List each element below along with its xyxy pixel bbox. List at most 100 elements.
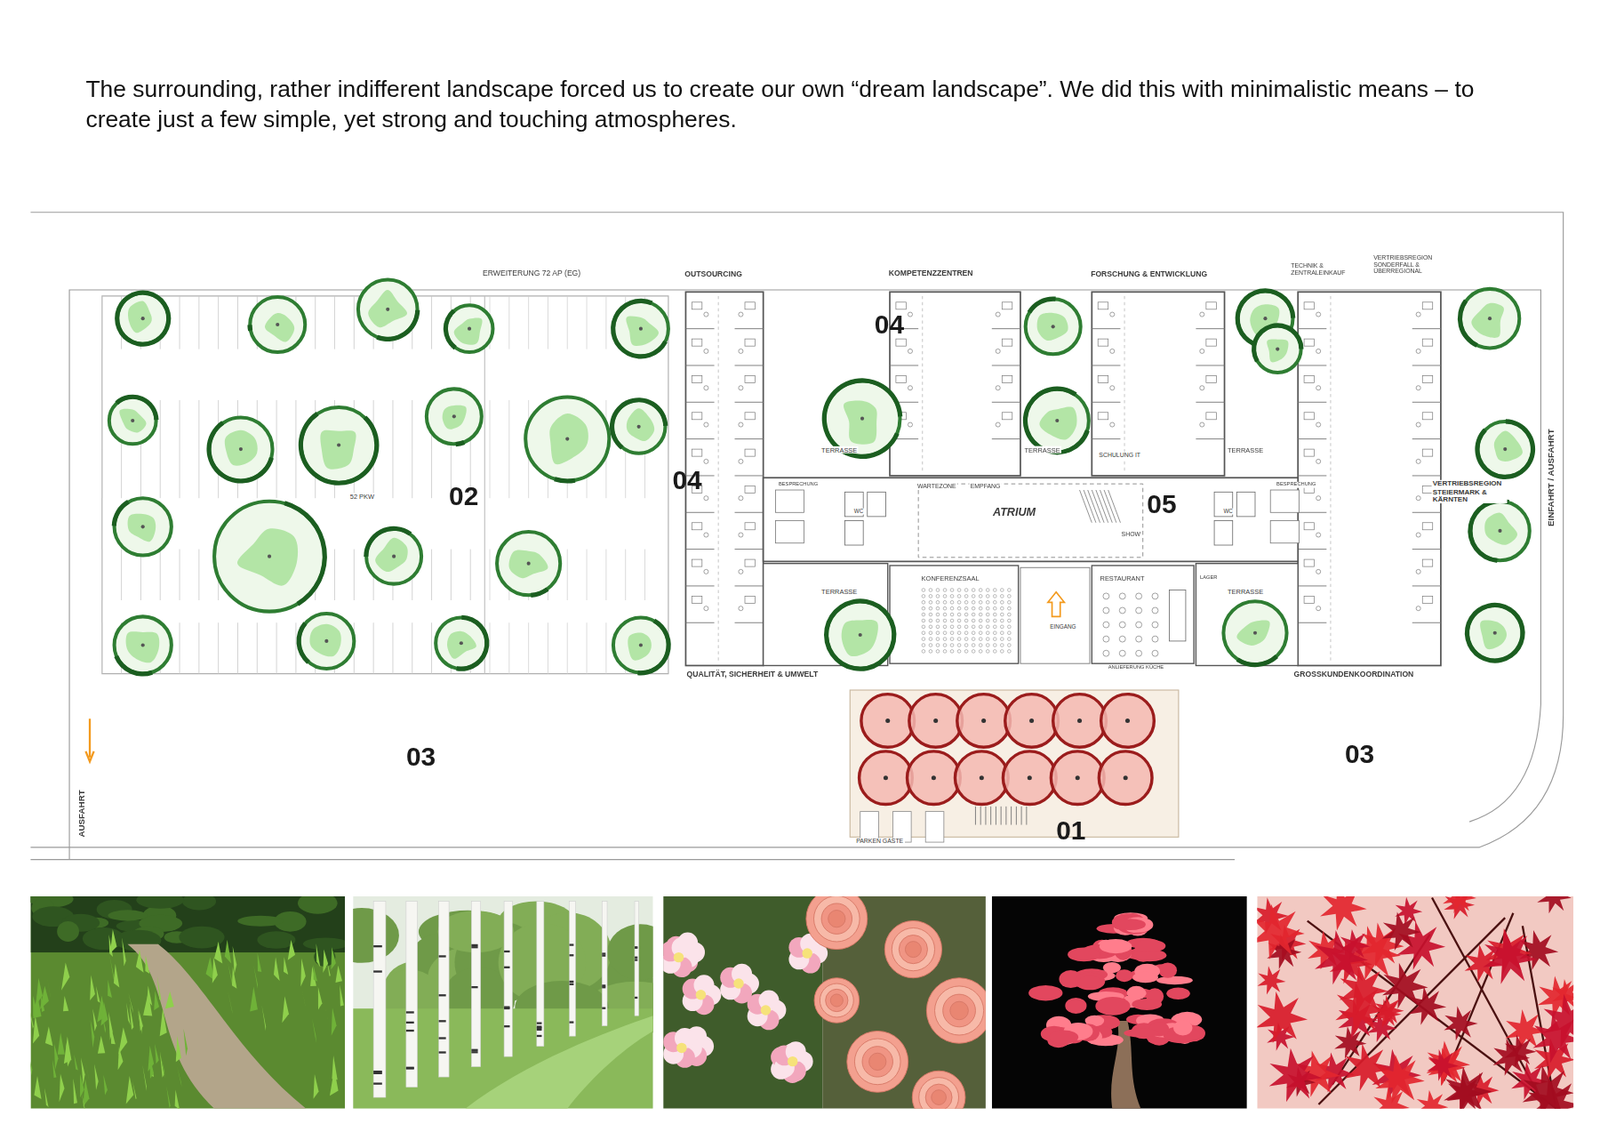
chair-symbol [704, 568, 709, 574]
leaf-shape [256, 930, 296, 949]
desk-symbol [744, 559, 755, 567]
table-symbol [1136, 635, 1143, 642]
parking-stall-line [373, 622, 375, 673]
seat-symbol [1007, 643, 1011, 648]
plan-label: GROSSKUNDENKOORDINATION [1292, 670, 1415, 679]
leaf-shape [182, 896, 216, 911]
petal [925, 1083, 952, 1109]
tree-foliage [509, 550, 549, 579]
chair-symbol [1316, 606, 1321, 611]
seat-symbol [964, 631, 968, 635]
birch-mark [439, 1050, 447, 1053]
birch-mark [406, 1029, 415, 1032]
chair-symbol [995, 312, 1000, 317]
kitchen-counter [1169, 590, 1186, 641]
parking-stall-line [411, 622, 413, 673]
tree-trunk-dot [860, 416, 864, 421]
table-symbol [1119, 649, 1126, 656]
grass-blade [149, 1056, 154, 1079]
parking-stall-line [198, 622, 200, 673]
plan-label: VERTRIEBSREGION SONDERFALL & ÜBERREGIONA… [1372, 254, 1438, 275]
office-partition [735, 548, 764, 550]
desk-symbol [744, 338, 755, 346]
seat-symbol [957, 624, 961, 629]
seat-symbol [921, 631, 926, 635]
birch-mark [634, 958, 638, 960]
maple-leaf [1416, 1089, 1448, 1109]
seat-symbol [992, 600, 997, 604]
rose-blossom [663, 1027, 703, 1068]
tree-trunk-dot [1497, 528, 1502, 533]
grass-blade [335, 965, 343, 983]
red-tree-crown [909, 694, 963, 748]
rose-blossom [663, 936, 699, 977]
maple-leaf [1373, 1086, 1410, 1108]
birch-mark [471, 1048, 478, 1051]
bonsai-foliage [1078, 975, 1103, 988]
seat-symbol [971, 612, 976, 616]
tree-symbol [1464, 602, 1526, 664]
maple-leaf [1519, 929, 1559, 970]
tree-foliage [128, 300, 152, 333]
seat-symbol [943, 588, 947, 592]
parking-stall-line [353, 549, 355, 600]
tree-foliage [1039, 406, 1077, 440]
petal [869, 1052, 887, 1070]
parking-stall-line [567, 622, 568, 673]
bonsai-foliage [1115, 968, 1133, 982]
table-symbol [1136, 607, 1143, 614]
tree-trunk-dot [130, 418, 135, 423]
office-partition [1195, 438, 1224, 440]
maple-leaf [1442, 896, 1477, 913]
parking-stall-line [411, 400, 413, 449]
grass-blade [45, 1025, 54, 1046]
desk-symbol [1001, 375, 1012, 383]
grass-blade [107, 979, 112, 998]
dirt-path [127, 944, 306, 1109]
red-tree-crown [1002, 751, 1056, 805]
grass-blade [30, 1052, 32, 1075]
tree-canopy [607, 923, 654, 980]
table-symbol [1152, 635, 1159, 642]
red-tree-crown [957, 694, 1011, 748]
tree-crown-edge [530, 586, 549, 598]
desk-symbol [691, 412, 702, 420]
grass-blade [132, 1080, 137, 1099]
corridor-line [921, 296, 923, 472]
grass-blade [108, 934, 113, 957]
seat-symbol [950, 600, 954, 604]
seat-symbol [943, 624, 947, 629]
tree-trunk-dot [1263, 316, 1267, 320]
rose-blossom [774, 1040, 814, 1081]
maple-leaf [1269, 1048, 1323, 1102]
parking-stall-line [605, 622, 607, 673]
plan-label: BESPRECHUNG [777, 481, 820, 488]
leaf-shape [303, 937, 345, 951]
tree-foliage [549, 413, 589, 464]
tree-symbol [613, 617, 672, 676]
tree-trunk-dot [858, 632, 863, 637]
seat-symbol [936, 643, 940, 648]
birch-mark [471, 944, 478, 946]
petal [912, 1070, 966, 1108]
seat-symbol [964, 612, 968, 616]
chair-symbol [738, 385, 744, 391]
tree-symbol [206, 417, 273, 484]
chair-symbol [1416, 348, 1421, 353]
parking-stall-line [237, 622, 239, 673]
table-symbol [1152, 621, 1159, 628]
seat-symbol [1007, 649, 1011, 654]
garden-steps [990, 806, 992, 825]
grass-blade [30, 1005, 33, 1029]
grass-blade [80, 1072, 85, 1097]
parking-stall-line [586, 622, 588, 673]
plan-label: TERRASSE [820, 446, 859, 454]
bonsai-foliage [1099, 938, 1133, 953]
rose-blossom [884, 920, 942, 977]
petal [862, 1046, 893, 1077]
tree-crown-edge [456, 440, 466, 447]
red-tree-symbol [957, 694, 1011, 748]
plan-label: TERRASSE [1023, 446, 1062, 454]
tree-trunk-dot [324, 639, 328, 643]
tree-symbol [1474, 418, 1536, 480]
